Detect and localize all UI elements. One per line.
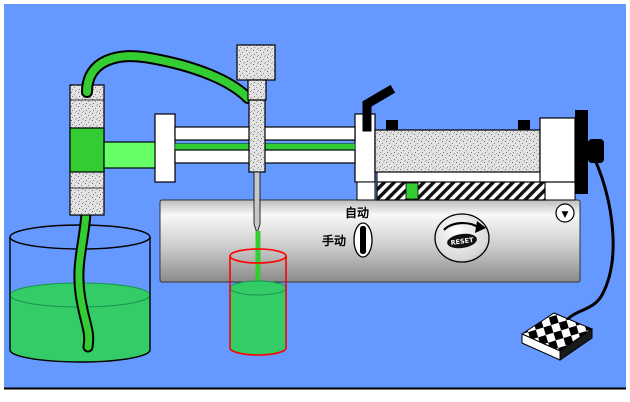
receiving-cylinder [229,248,287,356]
valve-liquid-window [69,127,105,173]
rail-left-post [154,113,176,183]
cylinder-lug-right [518,120,530,130]
pedal-side-face [559,328,593,361]
bottle-glass-wall [229,256,287,356]
auto-mode-label: 自动 [345,205,369,220]
cylinder-end-plate [575,110,588,194]
foot-switch[interactable] [520,161,615,361]
liquid-stream [255,231,261,289]
cylinder-left-support [356,181,376,201]
rotate-arrow-icon [443,221,480,231]
carriage-slider [248,99,266,173]
cylinder-lug-left [386,120,398,130]
tank-glass-wall [9,237,151,363]
suction-tube-fill [75,209,93,351]
feed-tube [81,50,254,104]
reset-label-band [447,233,477,249]
triangle-down-icon: ▼ [562,210,569,220]
nozzle-head-block [236,44,276,81]
manual-mode-label: 手动 [322,233,346,248]
dispense [255,231,261,289]
cylinder-hatched-rail [376,181,546,201]
control-panel: 自动 手动 RESET ▼ [322,203,575,263]
valve-outlet-arm [103,141,157,169]
rail-slider-block [405,182,419,200]
stroke-adjust-lever[interactable] [362,84,396,132]
feed-tube-fill [83,52,252,102]
bottle-liquid-body [230,288,286,348]
cylinder-base-strip [376,171,544,183]
pedal-cable [564,161,615,323]
bottle-liquid-surface [229,280,287,296]
cylinder-right-cap [539,117,576,183]
cylinder-end-knob[interactable] [588,139,604,163]
valve-assembly [69,84,157,216]
nozzle-carriage [236,44,276,235]
reset-knob[interactable]: RESET [434,213,490,263]
reset-label: RESET [450,236,474,247]
suction-tube [73,207,95,353]
eject-button-base[interactable] [555,203,575,223]
cylinder-right-support [544,181,576,201]
mode-switch[interactable] [353,222,373,258]
cylinder-barrel [374,129,541,173]
bottle-glass-rim [229,248,287,264]
drive-cylinder [356,84,604,201]
nozzle-connector [247,79,267,101]
filling-needle [253,171,261,235]
eject-button[interactable]: ▼ [555,203,575,223]
mode-switch-handle[interactable] [360,226,366,254]
rotate-arrowhead-icon [475,221,486,233]
